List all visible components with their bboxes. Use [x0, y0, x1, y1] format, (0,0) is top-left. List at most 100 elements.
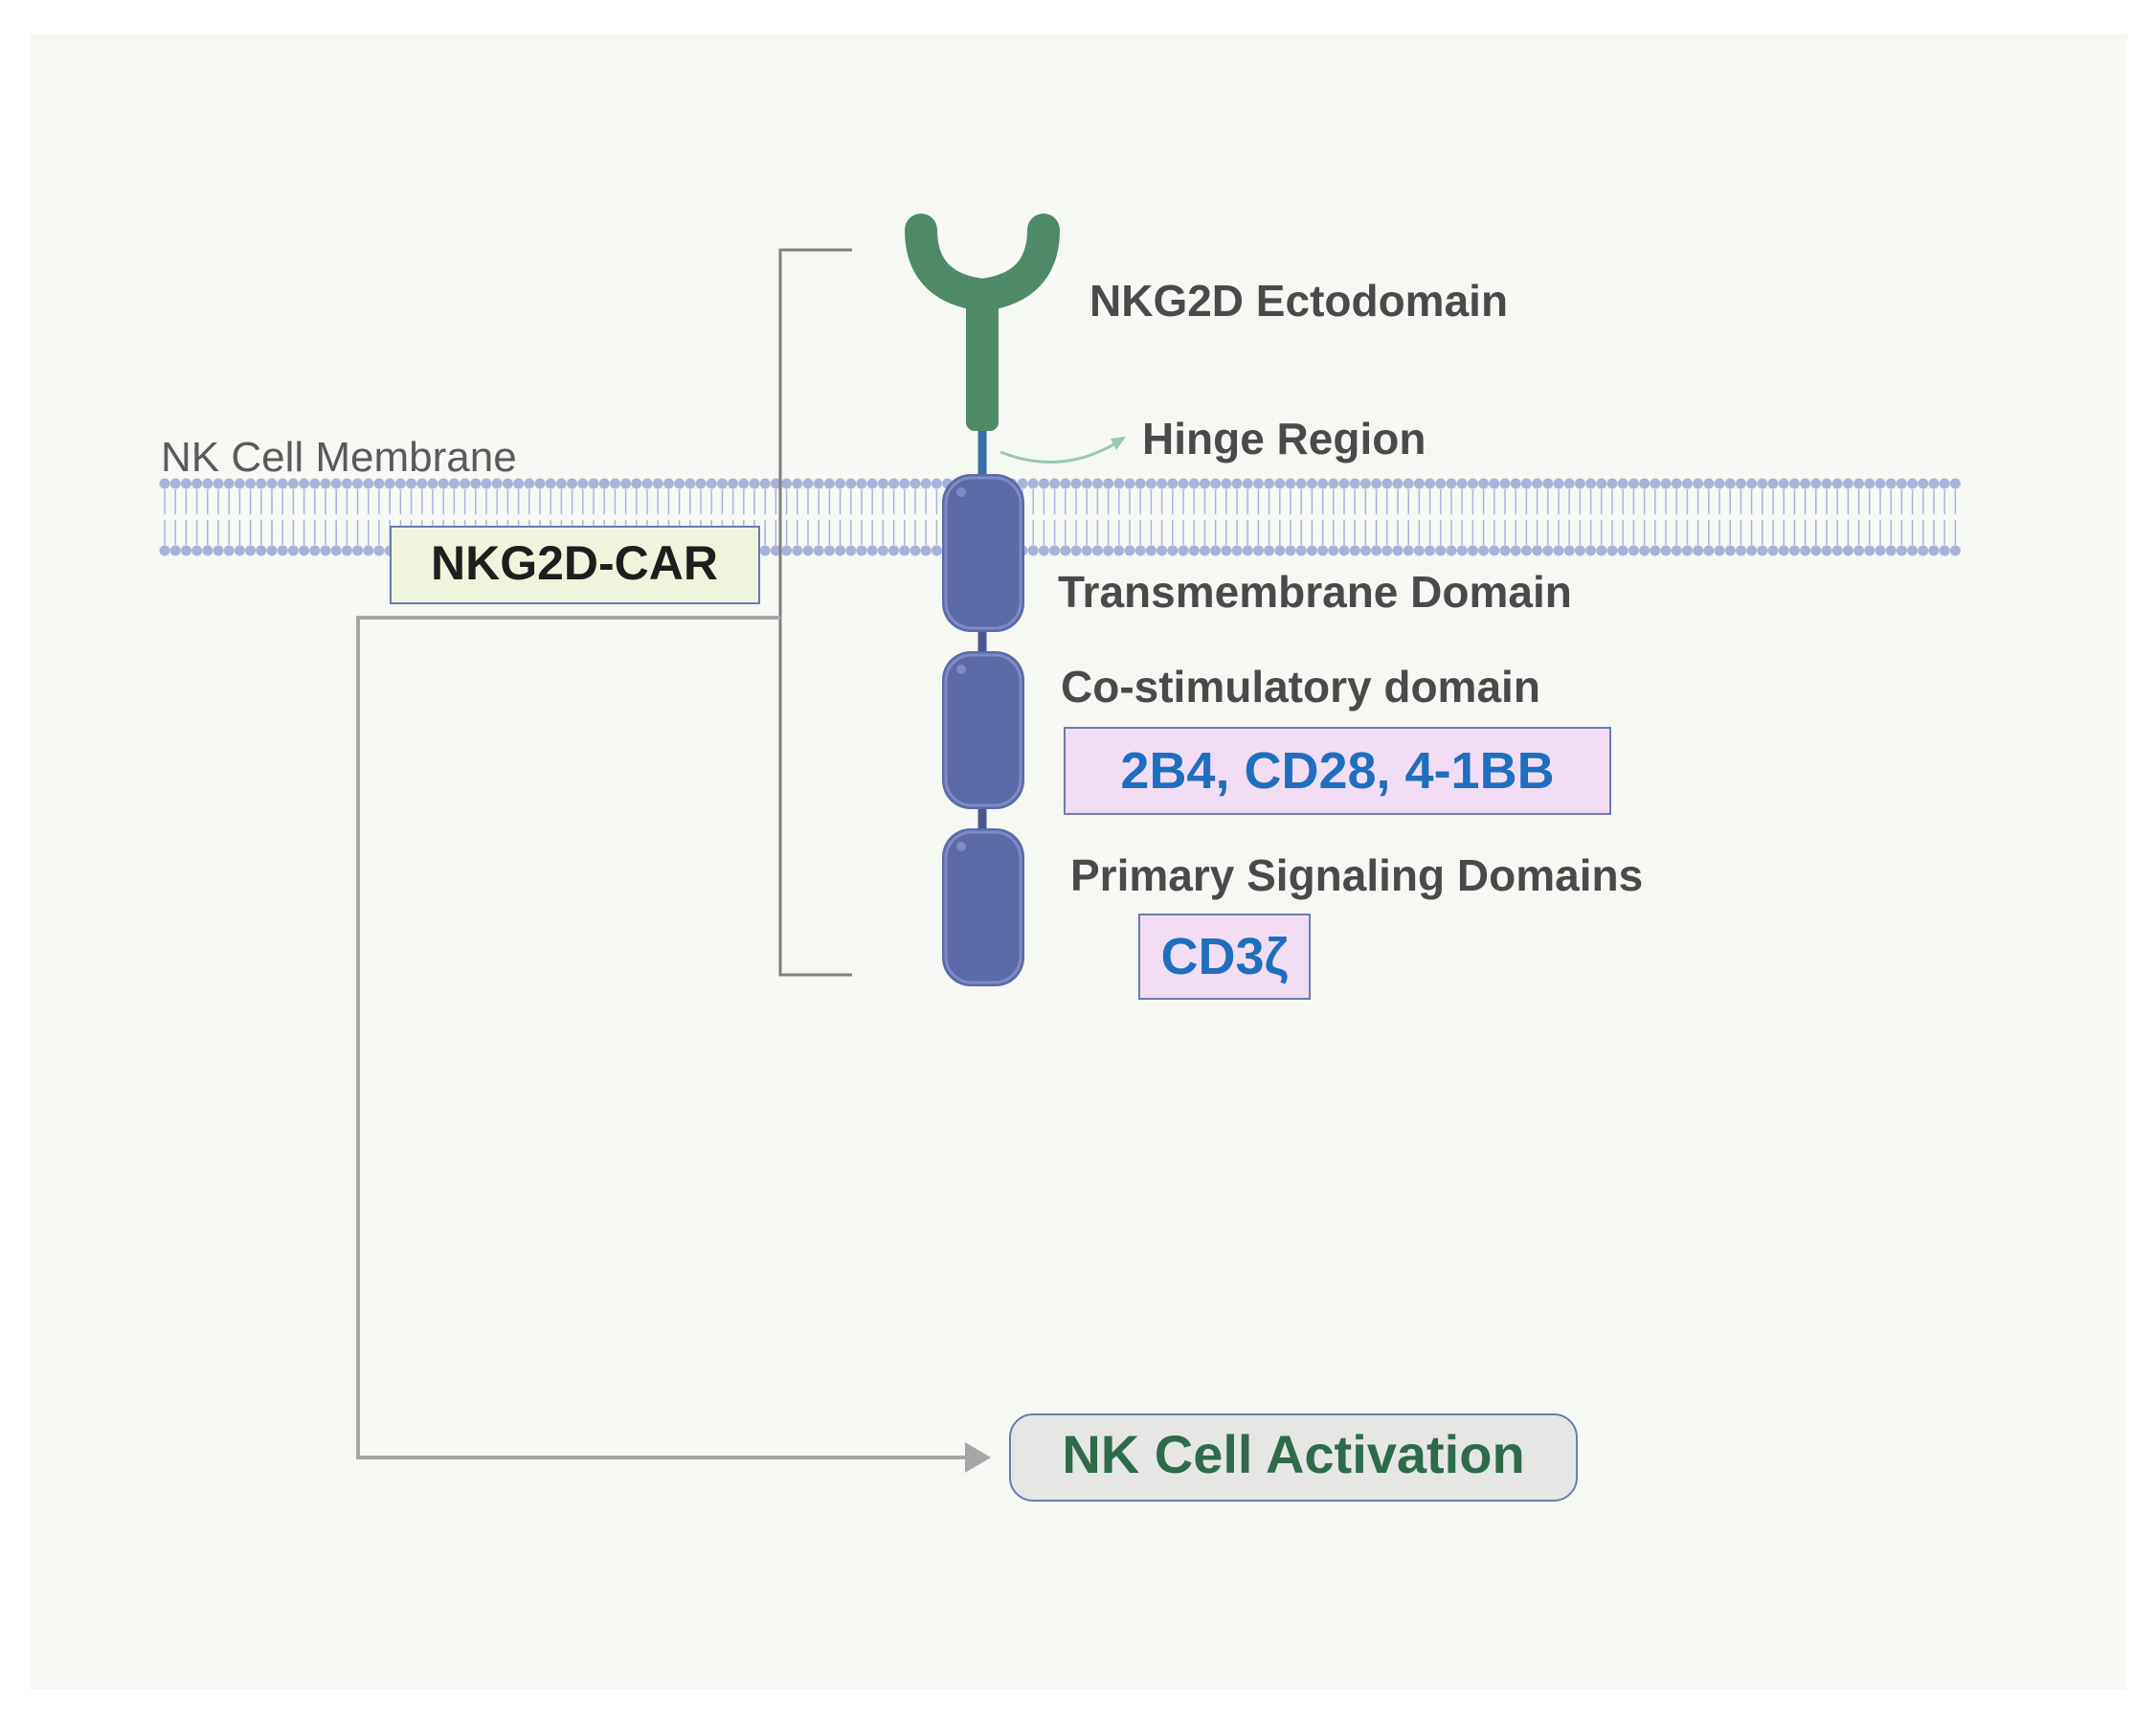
lipid-head — [1606, 478, 1618, 489]
lipid-head — [1060, 545, 1071, 556]
lipid-head — [835, 545, 846, 556]
lipid-head — [1134, 478, 1146, 489]
lipid-head — [1446, 478, 1457, 489]
lipid-head — [448, 478, 460, 489]
lipid-head — [1017, 478, 1028, 489]
primary-signaling-label: Primary Signaling Domains — [1070, 850, 1643, 900]
lipid-head — [438, 478, 449, 489]
lipid-head — [1381, 545, 1393, 556]
lipid-head — [1371, 478, 1382, 489]
lipid-head — [1585, 545, 1597, 556]
lipid-head — [877, 545, 888, 556]
lipid-head — [781, 545, 793, 556]
lipid-head — [1070, 478, 1082, 489]
lipid-head — [1242, 545, 1253, 556]
lipid-head — [620, 478, 632, 489]
lipid-head — [1918, 478, 1929, 489]
lipid-head — [245, 545, 257, 556]
lipid-head — [1167, 478, 1179, 489]
lipid-head — [191, 545, 203, 556]
lipid-head — [1810, 545, 1822, 556]
lipid-head — [888, 545, 900, 556]
lipid-head — [1145, 545, 1157, 556]
activation-arrowhead — [965, 1442, 991, 1473]
lipid-head — [1317, 545, 1329, 556]
lipid-head — [1671, 478, 1682, 489]
lipid-head — [1038, 545, 1049, 556]
lipid-head — [1027, 545, 1039, 556]
lipid-head — [1896, 478, 1907, 489]
lipid-head — [845, 545, 857, 556]
costim-examples-box — [1064, 727, 1611, 815]
lipid-head — [1574, 478, 1585, 489]
lipid-head — [1542, 545, 1554, 556]
lipid-head — [266, 545, 278, 556]
lipid-head — [1596, 545, 1607, 556]
lipid-head — [1907, 545, 1919, 556]
activation-label: NK Cell Activation — [1062, 1424, 1524, 1484]
hinge-pointer-arrowhead — [1111, 437, 1126, 450]
lipid-head — [1693, 478, 1704, 489]
lipid-head — [1113, 545, 1125, 556]
lipid-head — [1489, 545, 1500, 556]
lipid-head — [384, 478, 395, 489]
lipid-head — [191, 478, 203, 489]
lipid-head — [1252, 478, 1264, 489]
lipid-head — [759, 478, 771, 489]
lipid-head — [513, 478, 525, 489]
lipid-head — [1617, 545, 1628, 556]
lipid-head — [641, 478, 653, 489]
lipid-head — [823, 545, 835, 556]
lipid-head — [1338, 478, 1350, 489]
lipid-head — [287, 545, 299, 556]
lipid-head — [1650, 545, 1661, 556]
lipid-head — [1628, 478, 1639, 489]
lipid-head — [1896, 545, 1907, 556]
lipid-head — [781, 478, 793, 489]
lipid-head — [1842, 545, 1853, 556]
lipid-head — [770, 478, 781, 489]
lipid-head — [920, 478, 932, 489]
lipid-head — [1853, 545, 1865, 556]
lipid-head — [394, 478, 406, 489]
lipid-head — [1596, 478, 1607, 489]
lipid-head — [1574, 545, 1585, 556]
lipid-head — [1499, 545, 1511, 556]
lipid-head — [1563, 478, 1575, 489]
lipid-head — [406, 478, 417, 489]
lipid-head — [1810, 478, 1822, 489]
lipid-head — [363, 478, 374, 489]
lipid-head — [598, 478, 610, 489]
lipid-head — [813, 545, 824, 556]
lipid-head — [1724, 478, 1736, 489]
lipid-head — [1210, 478, 1222, 489]
activation-box — [1009, 1413, 1578, 1502]
lipid-head — [256, 545, 267, 556]
lipid-head — [631, 478, 642, 489]
costim-label: Co-stimulatory domain — [1061, 662, 1540, 712]
lipid-head — [1049, 545, 1061, 556]
lipid-head — [1788, 478, 1800, 489]
lipid-head — [1778, 478, 1789, 489]
lipid-head — [1853, 478, 1865, 489]
lipid-head — [287, 478, 299, 489]
hinge-label: Hinge Region — [1142, 414, 1426, 463]
lipid-head — [1359, 545, 1371, 556]
lipid-head — [1660, 545, 1672, 556]
lipid-head — [1231, 545, 1243, 556]
lipid-head — [1145, 478, 1157, 489]
lipid-head — [1510, 545, 1521, 556]
lipid-head — [1157, 478, 1168, 489]
lipid-head — [1349, 545, 1360, 556]
lipid-head — [1520, 478, 1532, 489]
lipid-head — [1681, 478, 1693, 489]
lipid-head — [888, 478, 900, 489]
lipid-head — [1242, 478, 1253, 489]
lipid-head — [1585, 478, 1597, 489]
lipid-head — [792, 545, 803, 556]
lipid-head — [1285, 478, 1296, 489]
lipid-head — [1199, 478, 1210, 489]
lipid-head — [1563, 545, 1575, 556]
lipid-head — [931, 478, 942, 489]
